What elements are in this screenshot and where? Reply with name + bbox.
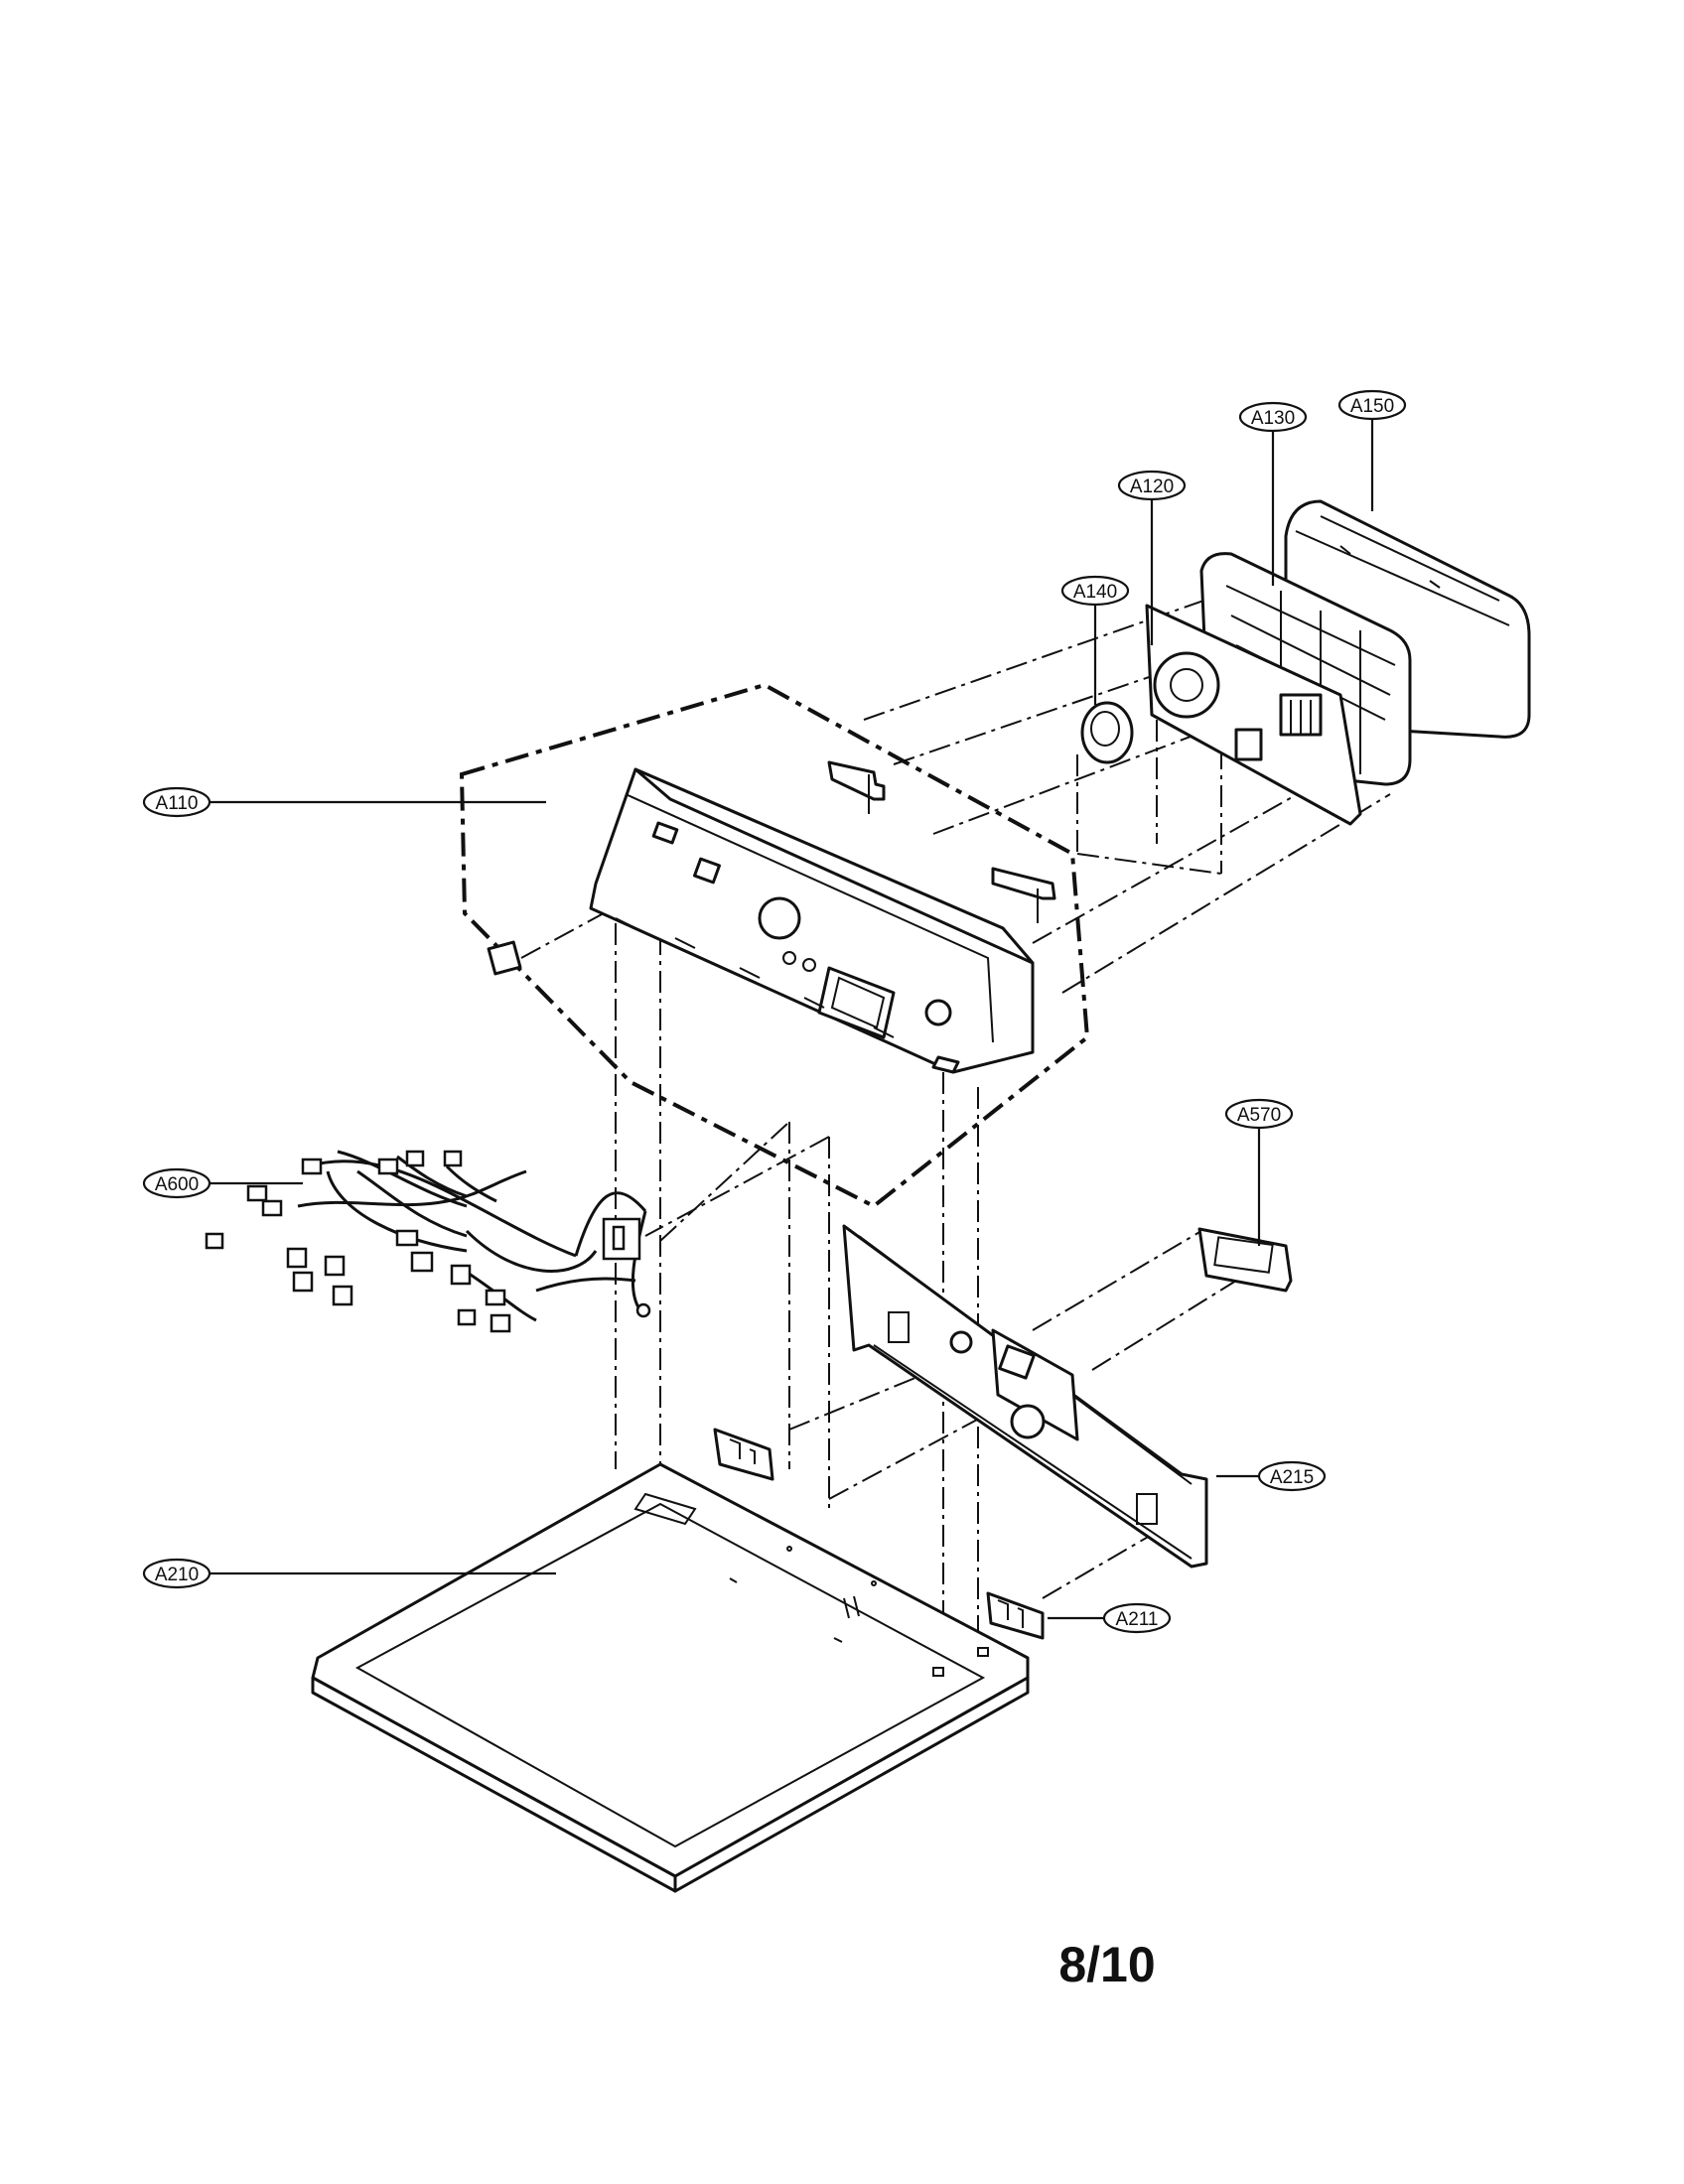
page-number: 8/10	[1058, 1937, 1156, 1992]
callout-a600: A600	[155, 1174, 199, 1195]
a110-group-boundary	[459, 682, 1090, 1209]
callout-a215: A215	[1270, 1467, 1314, 1488]
callout-a130-oval	[1238, 401, 1308, 433]
callout-a110: A110	[156, 793, 199, 814]
callout-a120-oval	[1117, 470, 1187, 501]
callout-a140-oval	[1060, 575, 1130, 607]
callout-a215-oval	[1257, 1460, 1327, 1492]
callout-a120: A120	[1130, 477, 1174, 497]
callout-a150-oval	[1337, 389, 1407, 421]
a120-pcb-assembly	[1145, 604, 1362, 826]
a110-switch-parts	[487, 760, 1056, 976]
callouts: A110 A120 A130 A140 A150 A210 A211 A215	[142, 389, 1407, 1634]
a215-rear-panel	[842, 1224, 1208, 1569]
callout-a130: A130	[1251, 408, 1295, 429]
callout-a600-oval	[142, 1167, 211, 1199]
callout-a211: A211	[1116, 1609, 1159, 1630]
a110-control-panel	[589, 767, 1035, 1074]
callout-a140: A140	[1073, 582, 1117, 603]
a600-wire-harness	[205, 1150, 651, 1333]
callout-a570: A570	[1237, 1105, 1281, 1126]
callout-a210: A210	[155, 1565, 199, 1585]
callout-a211-oval	[1102, 1602, 1172, 1634]
a570-bracket	[1197, 1227, 1293, 1293]
callout-a570-oval	[1224, 1098, 1294, 1130]
a211-clips	[713, 1428, 1045, 1640]
callout-a110-oval	[142, 786, 211, 818]
callout-a210-oval	[142, 1558, 211, 1589]
a210-top-panel	[311, 1462, 1030, 1893]
callout-a150: A150	[1350, 396, 1394, 417]
a140-knob	[1080, 701, 1134, 764]
